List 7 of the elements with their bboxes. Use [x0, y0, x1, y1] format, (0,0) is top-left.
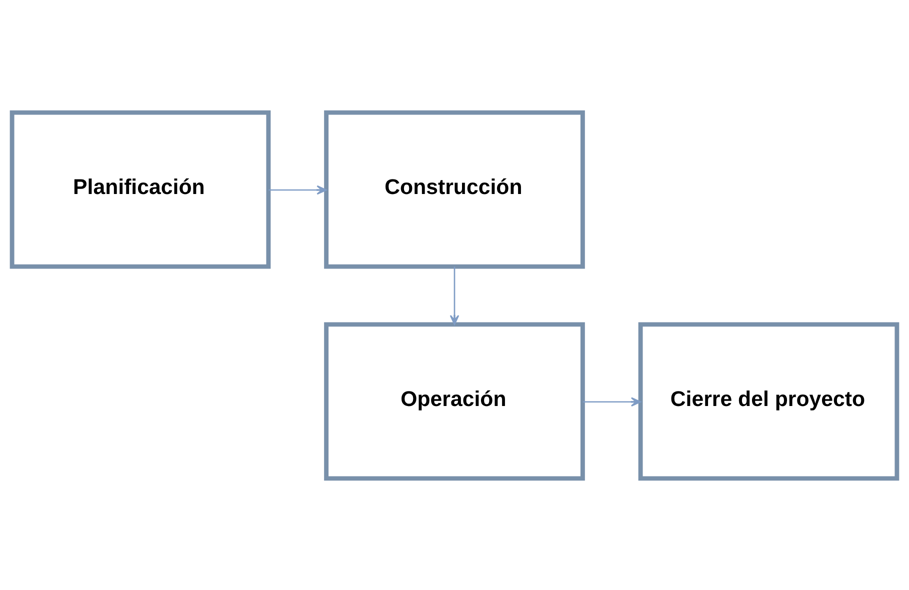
- arrow: [268, 184, 327, 194]
- arrow: [450, 266, 460, 325]
- node-box: Planificación: [10, 110, 271, 268]
- node-box: Cierre del proyecto: [638, 322, 900, 480]
- arrow: [582, 396, 642, 406]
- node-box: Operación: [324, 322, 585, 480]
- node-box: Construcción: [324, 110, 585, 268]
